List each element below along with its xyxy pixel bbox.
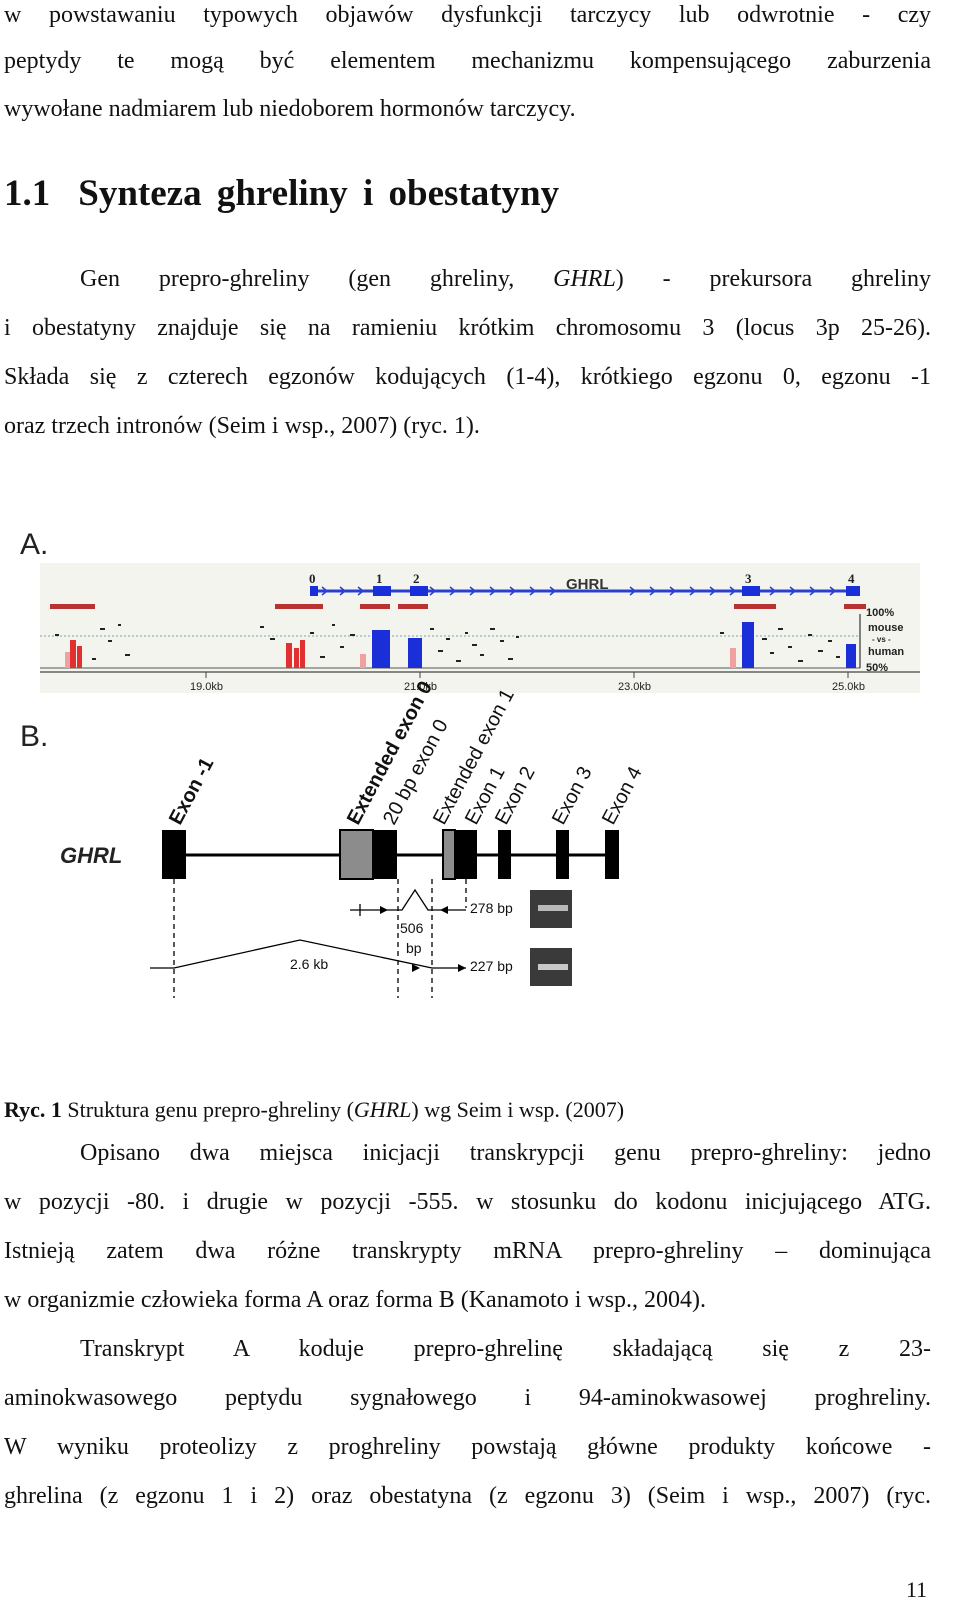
kb-tick: 19.0kb (190, 681, 223, 693)
figure-caption: Ryc. 1 Struktura genu prepro-ghreliny (G… (4, 1096, 624, 1124)
extended-exon0-box (339, 829, 374, 880)
text-line: ghrelina (z egzonu 1 i 2) oraz obestatyn… (4, 1483, 931, 1509)
text-line: oraz trzech intronów (Seim i wsp., 2007)… (4, 413, 480, 439)
distance-labels: 2.6 kb 506 bp (290, 920, 424, 972)
legend-vs: - vs - (872, 635, 891, 644)
text-line: i obestatyny znajduje się na ramieniu kr… (4, 315, 931, 341)
text-line: aminokwasowego peptydu sygnałowego i 94-… (4, 1385, 931, 1411)
kb-tick-labels: 19.0kb 21.0kb 23.0kb 25.0kb (190, 681, 865, 693)
text-line: w powstawaniu typowych objawów dysfunkcj… (4, 2, 931, 28)
gene-structure-figure: A. 0 1 2 3 4 GHRL (20, 528, 920, 998)
text-line: w pozycji -80. i drugie w pozycji -555. … (4, 1189, 931, 1215)
exon0-box (373, 830, 397, 879)
text-line: w organizmie człowieka forma A oraz form… (4, 1287, 707, 1313)
exon-boxes-b (162, 829, 619, 880)
exon3-box (556, 830, 569, 879)
kb-tick: 23.0kb (618, 681, 651, 693)
legend-100: 100% (866, 607, 894, 619)
caption-italic: GHRL (353, 1097, 412, 1122)
page-number: 11 (906, 1577, 928, 1602)
panel-a-background (40, 563, 920, 693)
kb-tick: 25.0kb (832, 681, 865, 693)
legend-species-b: human (868, 646, 904, 658)
text-line: Opisano dwa miejsca inicjacji transkrypc… (80, 1140, 931, 1166)
distance-label: 2.6 kb (290, 956, 328, 972)
legend-50: 50% (866, 662, 888, 674)
distance-label: 506 (400, 920, 424, 936)
exon-number: 2 (413, 571, 420, 586)
exon-box-minus1 (162, 830, 186, 879)
band-label: 227 bp (470, 958, 513, 974)
exon4-box (605, 830, 619, 879)
exon-label: Exon -1 (165, 754, 218, 828)
band-labels: 278 bp 227 bp (470, 900, 513, 974)
extended-exon1-box (442, 829, 456, 880)
splicing-arrows (380, 906, 466, 972)
utr-track (50, 604, 866, 609)
exon-number: 1 (376, 571, 383, 586)
gene-name-italic: GHRL (553, 266, 616, 292)
text-span: Gen prepro-ghreliny (gen ghreliny, (80, 266, 554, 292)
exon-number-labels: 0 1 2 3 4 (309, 571, 855, 586)
panel-b-label: B. (20, 720, 48, 753)
exon-number: 3 (745, 571, 752, 586)
gene-label-a: GHRL (566, 576, 609, 593)
text-line: W wyniku proteolizy z proghreliny powsta… (4, 1434, 931, 1460)
section-number: 1.1 (4, 173, 51, 214)
caption-text: ) wg Seim i wsp. (2007) (411, 1097, 625, 1122)
text-line: Transkrypt A koduje prepro-ghrelinę skła… (80, 1336, 931, 1362)
gene-label-b: GHRL (60, 843, 122, 868)
text-line: Istnieją zatem dwa różne transkrypty mRN… (4, 1238, 931, 1264)
text-line: Gen prepro-ghreliny (gen ghreliny, GHRL)… (80, 264, 931, 294)
section-title: Synteza ghreliny i obestatyny (78, 173, 560, 214)
caption-prefix: Ryc. 1 (4, 1097, 62, 1122)
section-heading: 1.1 Synteza ghreliny i obestatyny (4, 172, 559, 216)
conservation-plot (40, 614, 920, 678)
text-line: peptydy te mogą być elementem mechanizmu… (4, 48, 931, 74)
gel-images (530, 890, 572, 986)
exon2-box (498, 830, 511, 879)
text-line: wywołane nadmiarem lub niedoborem hormon… (4, 96, 576, 122)
distance-label: bp (406, 940, 422, 956)
legend-species-a: mouse (868, 622, 903, 634)
exon1-box (455, 830, 477, 879)
caption-text: Struktura genu prepro-ghreliny ( (61, 1097, 354, 1122)
kb-tick: 21.0kb (404, 681, 437, 693)
gel-band-278 (538, 905, 568, 911)
coding-exons-a (310, 586, 860, 596)
gel-band-227 (538, 964, 568, 970)
text-span: ) - prekursora ghreliny (615, 266, 931, 292)
exon-number: 0 (309, 571, 316, 586)
splicing-diagram (150, 879, 467, 998)
band-label: 278 bp (470, 900, 513, 916)
gene-track-arrows (321, 586, 837, 596)
exon-labels-b: Exon -1 Extended exon 0 20 bp exon 0 Ext… (165, 678, 647, 829)
conservation-legend: 100% mouse - vs - human 50% (866, 607, 904, 674)
text-line: Składa się z czterech egzonów kodujących… (4, 364, 931, 390)
exon-label: Exon 3 (548, 763, 597, 828)
exon-number: 4 (848, 571, 855, 586)
panel-a-label: A. (20, 528, 48, 561)
exon-label: Exon 4 (598, 763, 647, 828)
